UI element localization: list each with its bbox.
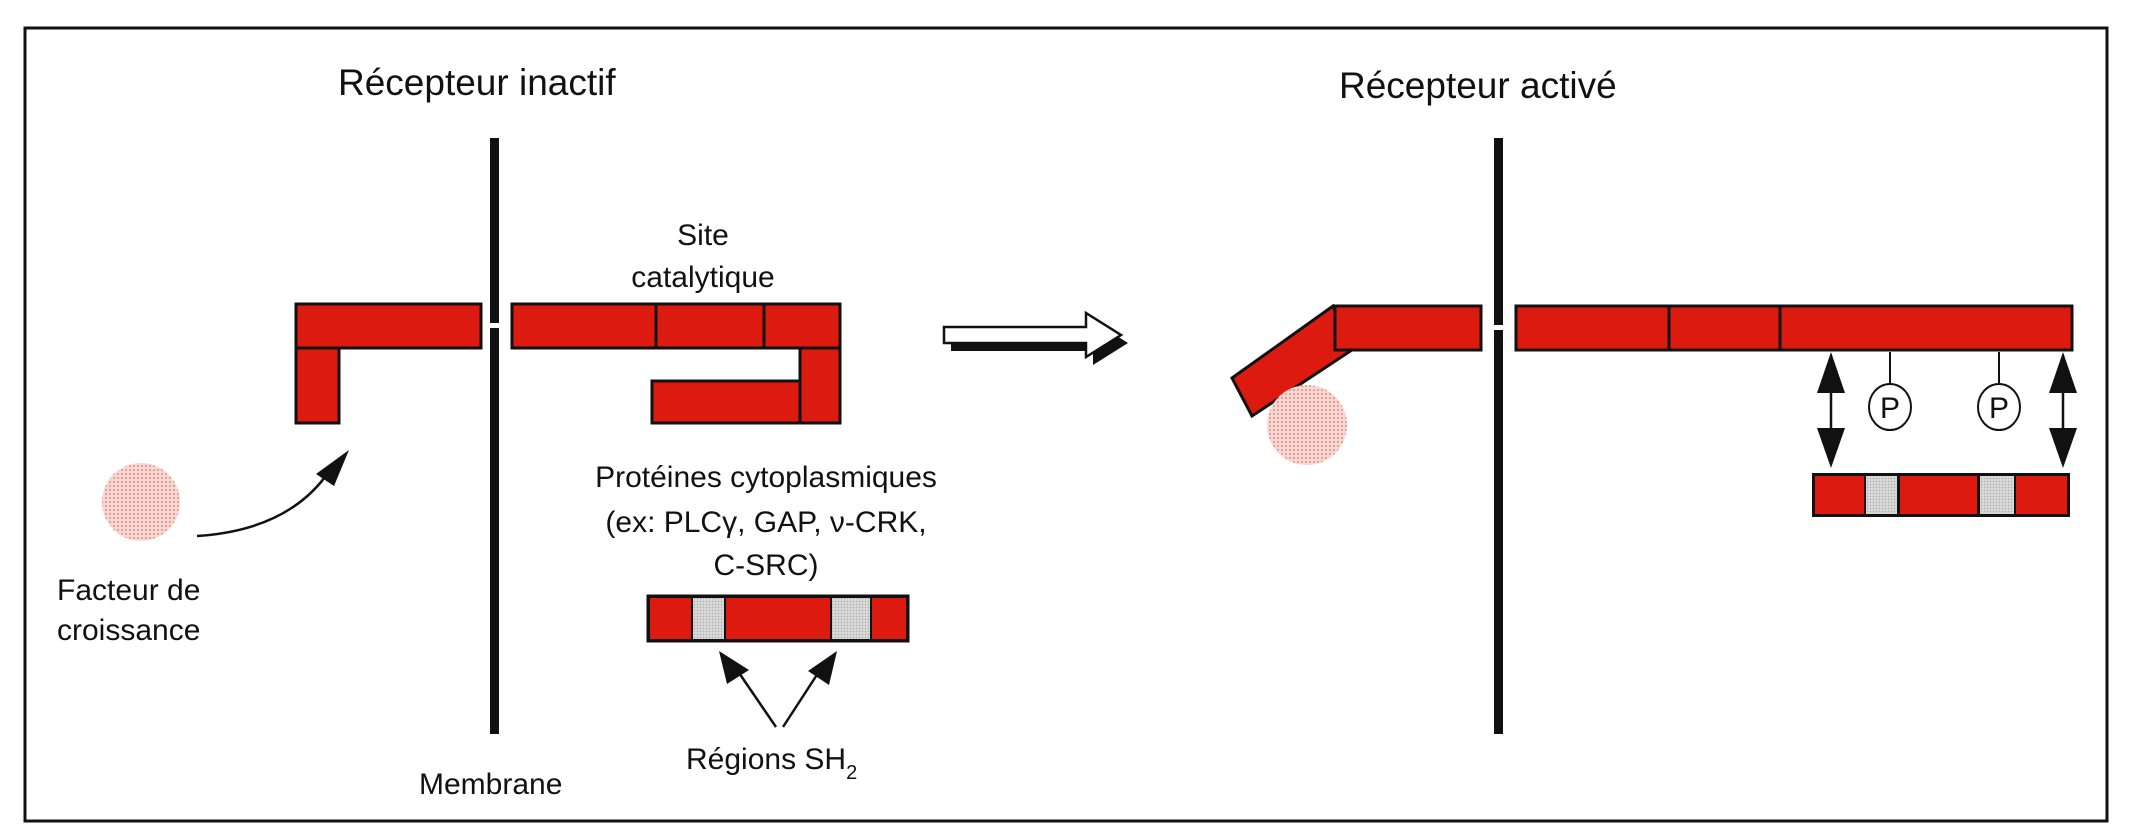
cytoplasmic-protein-free (646, 594, 910, 643)
intracellular-domain-active (1514, 304, 2074, 352)
label-protein-examples-2: C-SRC) (714, 549, 819, 582)
intracellular-domain-inactive (510, 302, 842, 425)
sh2-region (832, 598, 870, 639)
growth-factor-bound (1267, 385, 1347, 465)
extracellular-domain-inactive (294, 302, 483, 425)
growth-factor-free (102, 463, 180, 541)
sh2-region (1980, 476, 2014, 514)
membrane-right (1494, 138, 1503, 734)
title-inactive-receptor: Récepteur inactif (338, 62, 616, 103)
label-growth-factor-1: Facteur de (57, 574, 200, 607)
binding-curved-arrow (196, 450, 349, 538)
sh2-region (693, 598, 724, 639)
label-protein-examples: (ex: PLCγ, GAP, ν-CRK, (605, 506, 926, 539)
svg-text:P: P (1880, 392, 1900, 425)
sh2-pointer-arrows (719, 651, 837, 728)
label-cytoplasmic-proteins: Protéines cytoplasmiques (595, 461, 937, 494)
phosphate-group-2: P (1977, 352, 2021, 431)
label-site: Site (677, 219, 729, 252)
membrane-left (490, 138, 499, 734)
svg-text:P: P (1989, 392, 2009, 425)
binding-double-arrow-right (2049, 352, 2077, 468)
label-membrane: Membrane (419, 768, 562, 801)
extracellular-domain-active (1230, 303, 1483, 419)
label-growth-factor-2: croissance (57, 614, 200, 647)
sh2-region (1866, 476, 1897, 514)
phosphate-group-1: P (1868, 352, 1912, 431)
label-catalytic: catalytique (631, 261, 774, 294)
title-activated-receptor: Récepteur activé (1339, 65, 1617, 106)
figure-frame (23, 26, 2109, 823)
label-sh2-regions: Régions SH2 (686, 743, 857, 784)
binding-double-arrow-left (1817, 352, 1845, 468)
transition-arrow-icon (942, 310, 1128, 365)
cytoplasmic-protein-bound (1812, 473, 2070, 517)
